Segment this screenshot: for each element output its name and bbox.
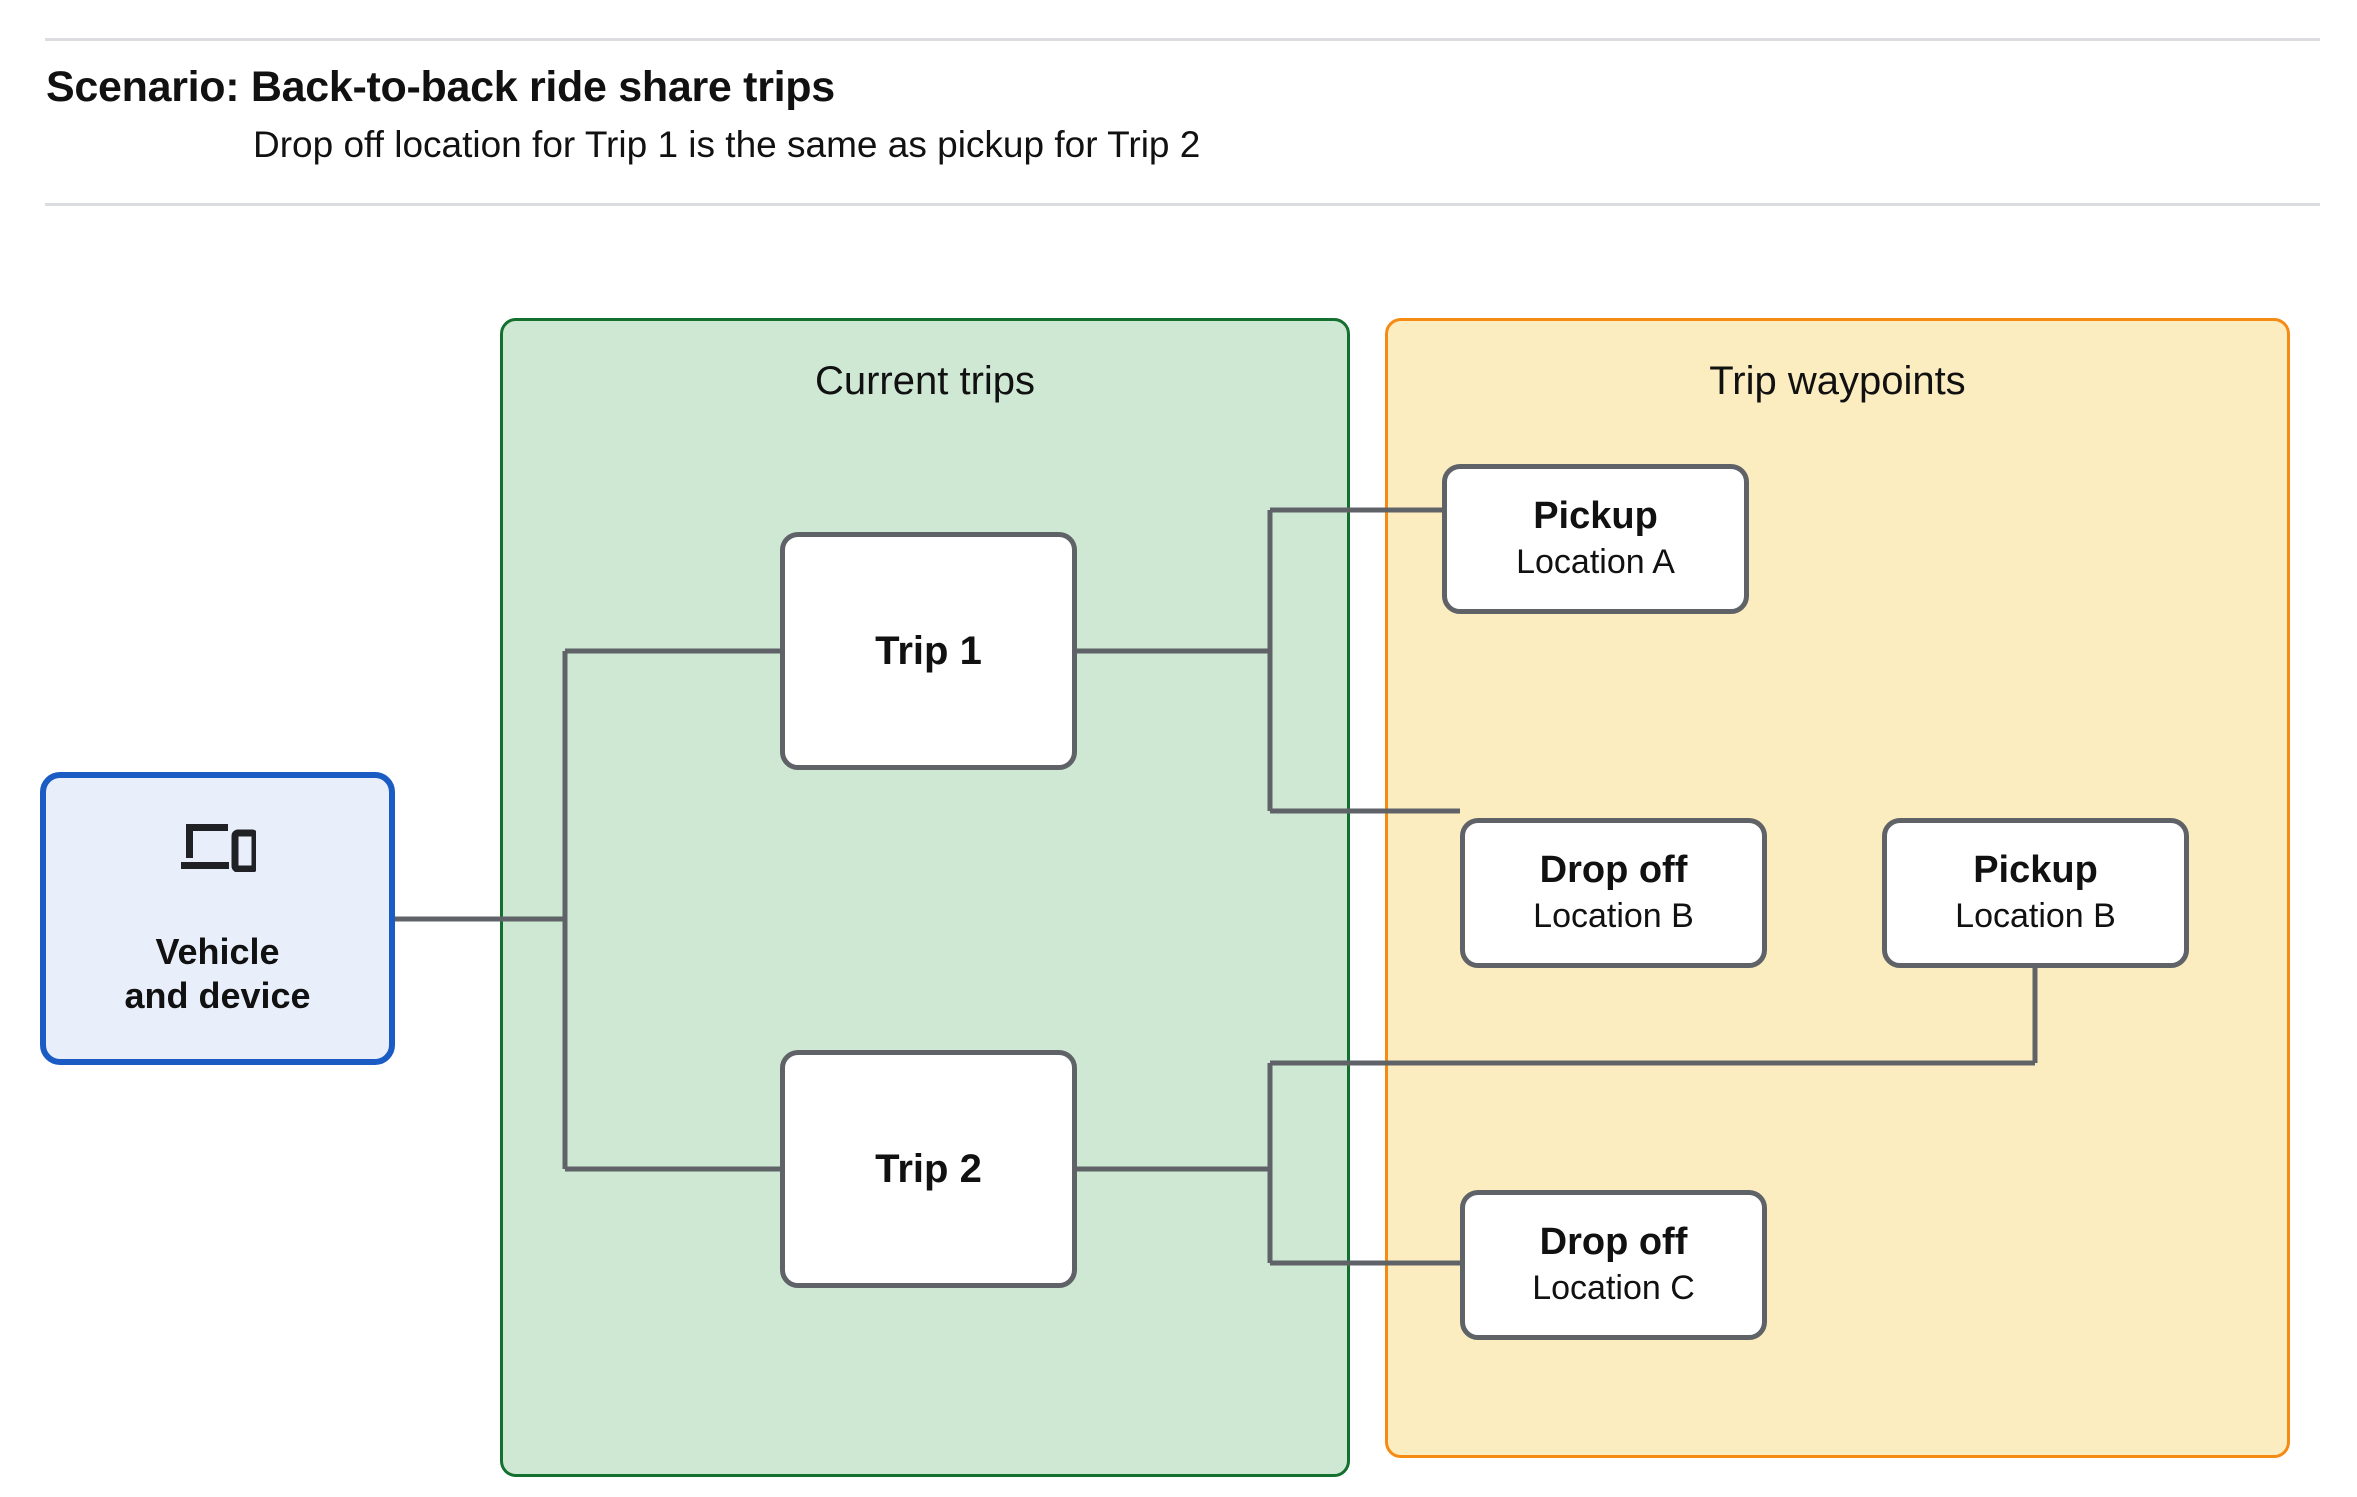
waypoint-pickup-location-b[interactable]: Pickup Location B: [1882, 818, 2189, 968]
vehicle-and-device-node[interactable]: Vehicle and device: [40, 772, 395, 1065]
waypoint-location-label: Location B: [1955, 897, 2116, 936]
waypoint-dropoff-location-b[interactable]: Drop off Location B: [1460, 818, 1767, 968]
waypoint-type-label: Drop off: [1539, 1220, 1688, 1263]
vehicle-and-device-label: Vehicle and device: [124, 930, 311, 1016]
trip-2-node[interactable]: Trip 2: [780, 1050, 1077, 1288]
header-divider-bottom: [45, 203, 2320, 206]
waypoint-location-label: Location A: [1516, 543, 1675, 582]
trip-2-label: Trip 2: [875, 1147, 982, 1191]
trip-1-label: Trip 1: [875, 629, 982, 673]
group-current-trips-title: Current trips: [814, 359, 1036, 403]
laptop-and-phone-icon: [180, 823, 256, 872]
waypoint-pickup-location-a[interactable]: Pickup Location A: [1442, 464, 1749, 614]
waypoint-location-label: Location B: [1533, 897, 1694, 936]
page-title: Scenario: Back-to-back ride share trips: [46, 63, 835, 111]
header-divider-top: [45, 38, 2320, 41]
page-subtitle: Drop off location for Trip 1 is the same…: [253, 124, 1201, 165]
waypoint-location-label: Location C: [1532, 1269, 1695, 1308]
group-trip-waypoints-title: Trip waypoints: [1709, 359, 1966, 403]
waypoint-type-label: Pickup: [1973, 848, 2098, 891]
waypoint-dropoff-location-c[interactable]: Drop off Location C: [1460, 1190, 1767, 1340]
waypoint-type-label: Pickup: [1533, 494, 1658, 537]
group-current-trips: Current trips: [500, 318, 1350, 1477]
waypoint-type-label: Drop off: [1539, 848, 1688, 891]
trip-1-node[interactable]: Trip 1: [780, 532, 1077, 770]
